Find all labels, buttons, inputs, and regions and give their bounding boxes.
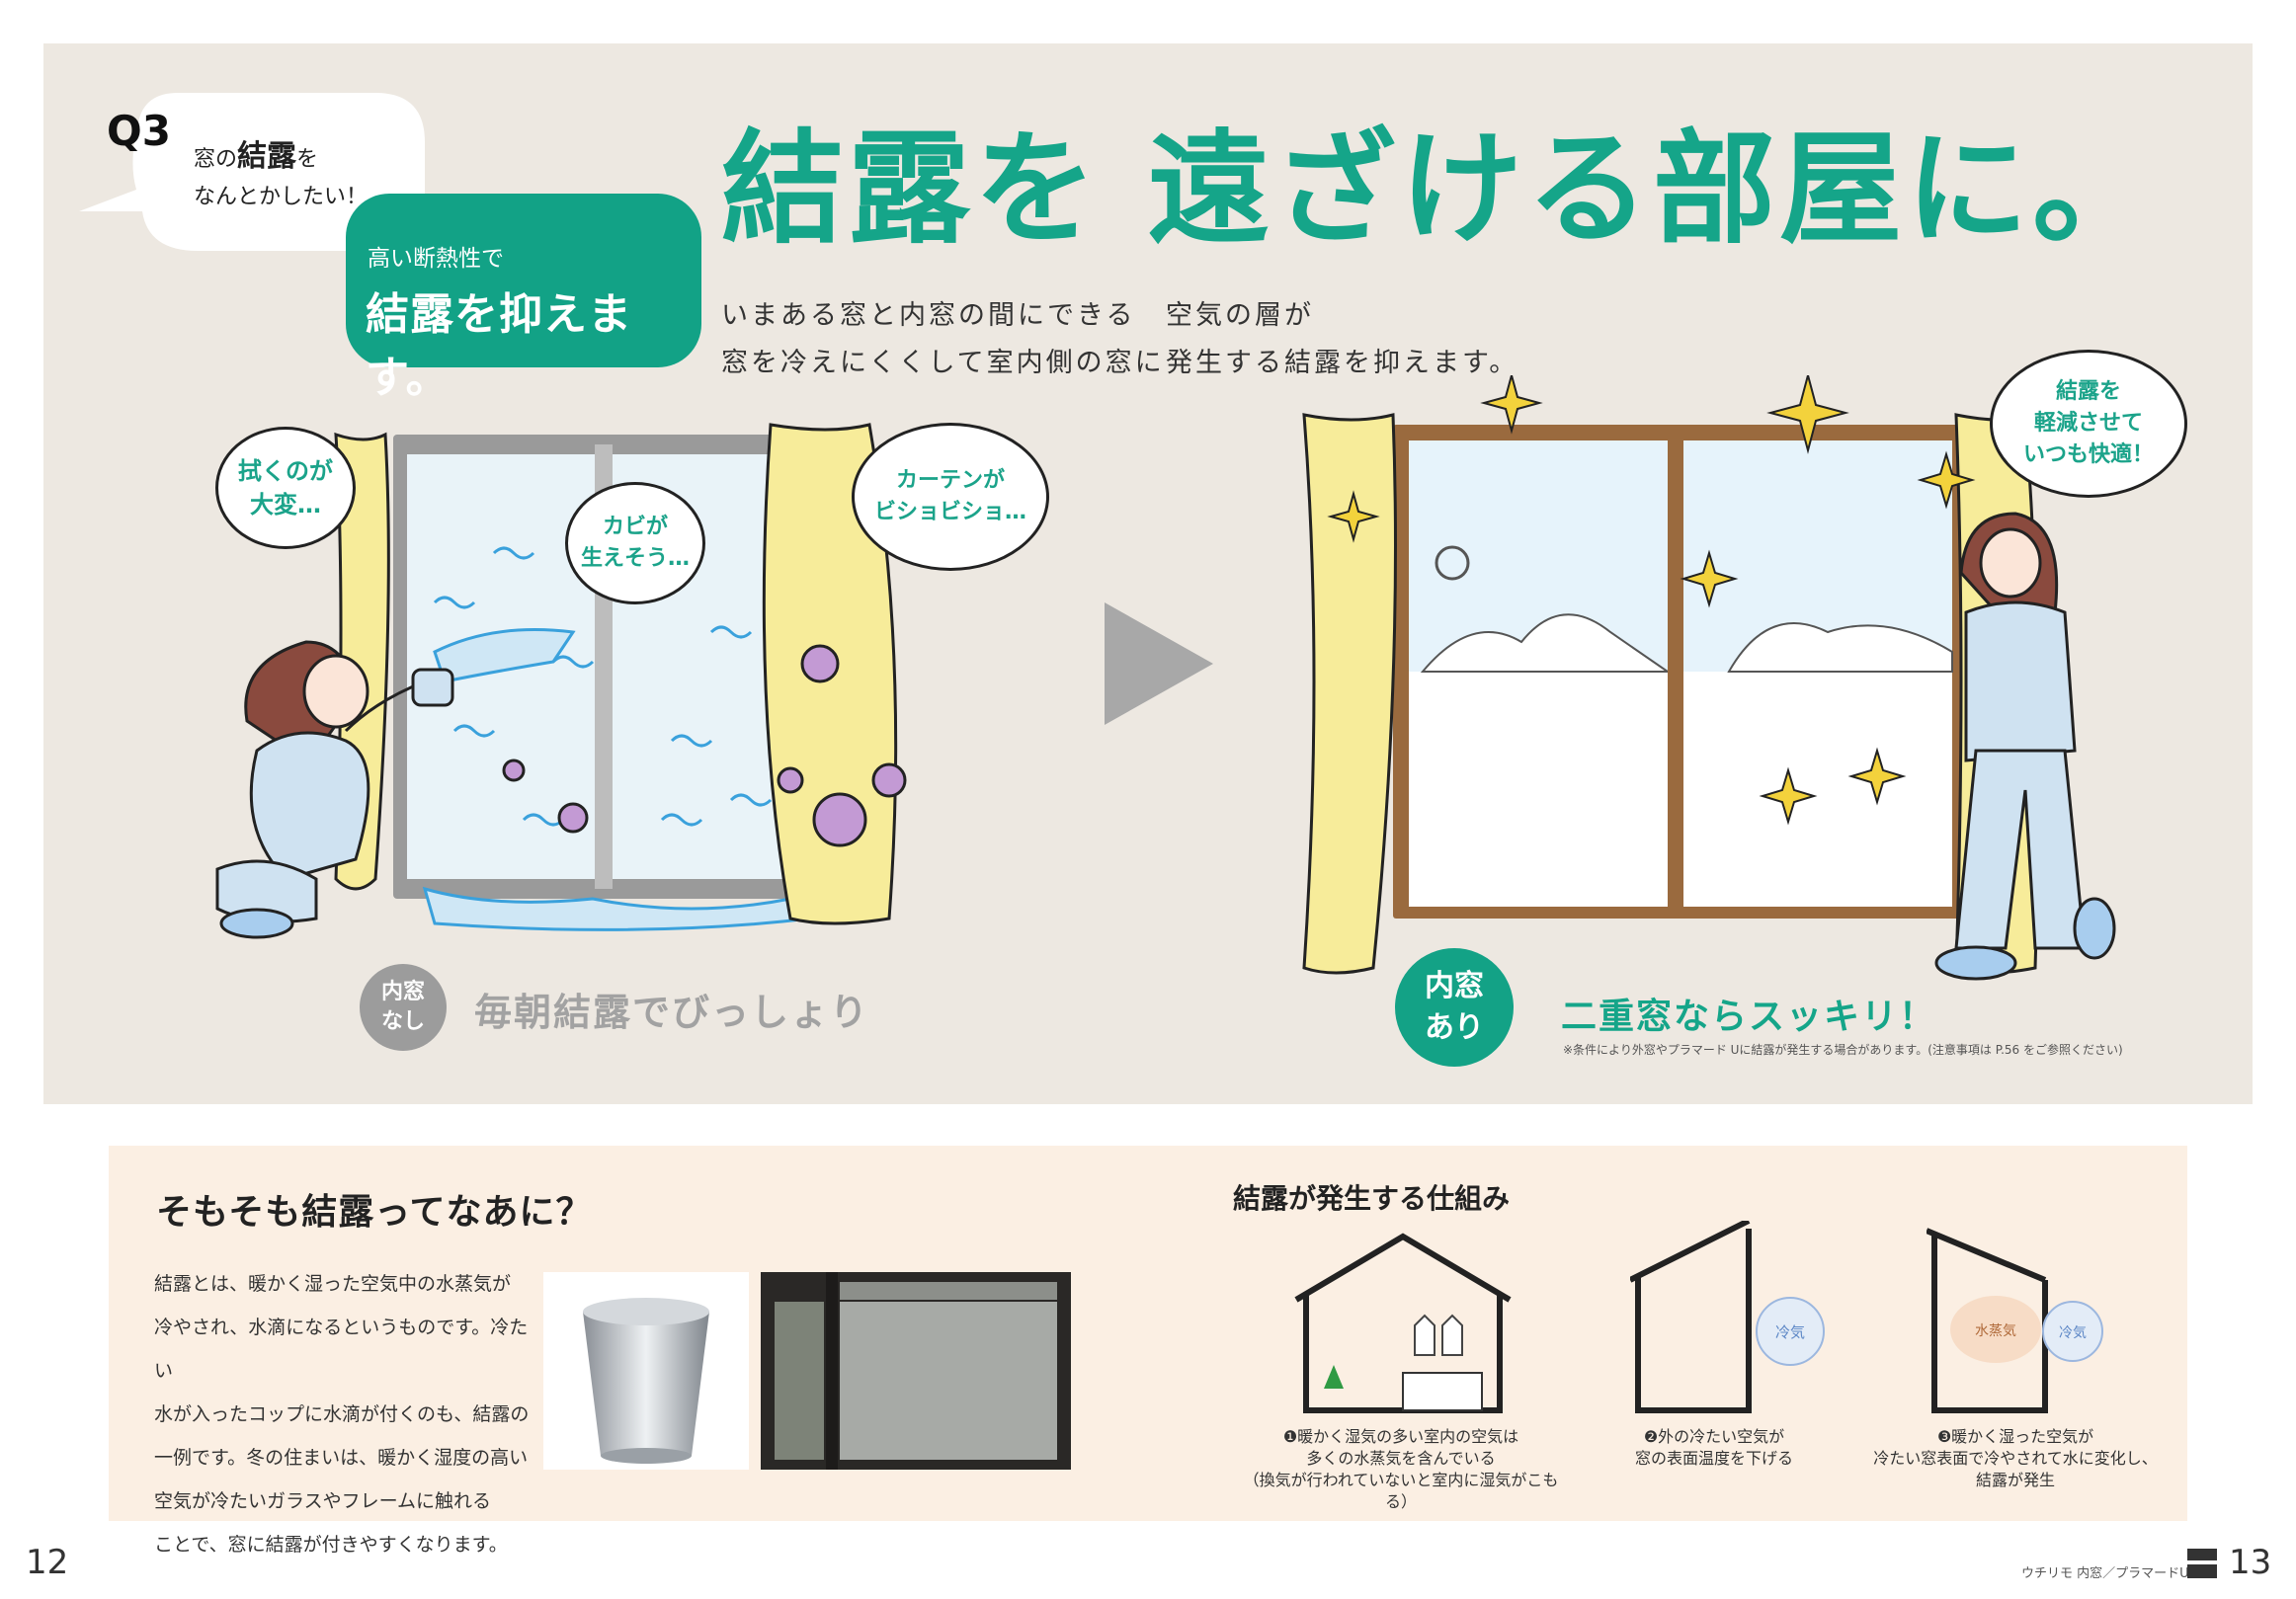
- lead-col1: いまある窓と内窓の間にできる窓を冷えにくくして室内側の窓に: [721, 300, 1165, 378]
- bubble-curtain: カーテンがビショビショ…: [852, 423, 1049, 571]
- right-scene-illustration: [1302, 375, 2116, 981]
- bubble-wiping: 拭くのが大変…: [215, 427, 356, 549]
- condensation-explanation: 結露とは、暖かく湿った空気中の水蒸気が冷やされ、水滴になるというものです。冷たい…: [154, 1273, 530, 1556]
- vapor-label: 水蒸気: [1975, 1323, 2016, 1339]
- arrow-icon: [1105, 602, 1213, 725]
- footer-note: ウチリモ 内窓／プラマードU: [2021, 1566, 2189, 1581]
- page-number-right: 13: [2229, 1543, 2272, 1582]
- badge-with-inner-window: 内窓あり: [1395, 948, 1514, 1067]
- bubble-comfortable: 結露を軽減させていつも快適！: [1990, 350, 2187, 498]
- page-number-left: 12: [26, 1543, 69, 1582]
- mechanism-step-3: ❸暖かく湿った空気が冷たい窓表面で冷やされて水に変化し、結露が発生: [1873, 1427, 2158, 1489]
- brand-logo-icon: [2187, 1549, 2217, 1578]
- feature-sub: 高い断熱性で: [368, 246, 504, 272]
- mechanism-step-2: ❷外の冷たい空気が窓の表面温度を下げる: [1634, 1427, 1793, 1468]
- mechanism-diagram-1: [1294, 1233, 1512, 1413]
- mechanism-title: 結露が発生する仕組み: [1233, 1182, 1511, 1215]
- fine-print: ※条件により外窓やプラマード Uに結露が発生する場合があります。(注意事項は P…: [1563, 1043, 2123, 1057]
- caption-without: 毎朝結露でびっしょり: [474, 991, 870, 1034]
- question-bubble: [79, 83, 435, 261]
- bubble-mold: カビが生えそう…: [565, 482, 705, 604]
- what-is-condensation-title: そもそも結露ってなあに？: [156, 1192, 593, 1233]
- feature-main: 結露を抑えます。: [366, 289, 632, 403]
- cup-photo: [543, 1272, 749, 1470]
- cold-air-label-3: 冷気: [2059, 1325, 2087, 1341]
- headline: 結露を 遠ざける部屋に。: [721, 119, 2160, 261]
- badge-without-inner-window: 内窓なし: [360, 964, 447, 1051]
- mechanism-diagram-2: 冷気: [1630, 1221, 1825, 1413]
- mechanism-step-1: ❶暖かく湿気の多い室内の空気は多くの水蒸気を含んでいる（換気が行われていないと室…: [1243, 1427, 1559, 1511]
- question-text: 窓の結露を なんとかしたい！: [194, 139, 369, 209]
- bottom-panel: [109, 1146, 2187, 1521]
- mechanism-diagram-3: 水蒸気 冷気: [1927, 1228, 2103, 1413]
- lead-col2: 空気の層が発生する結露を抑えます。: [1166, 300, 1519, 378]
- cold-air-label-2: 冷気: [1775, 1323, 1805, 1341]
- caption-with: 二重窓ならスッキリ！: [1561, 997, 1937, 1037]
- question-number: Q3: [107, 107, 171, 155]
- foggy-window-photo: [761, 1272, 1071, 1470]
- feature-pill: 高い断熱性で 結露を抑えます。: [346, 194, 701, 403]
